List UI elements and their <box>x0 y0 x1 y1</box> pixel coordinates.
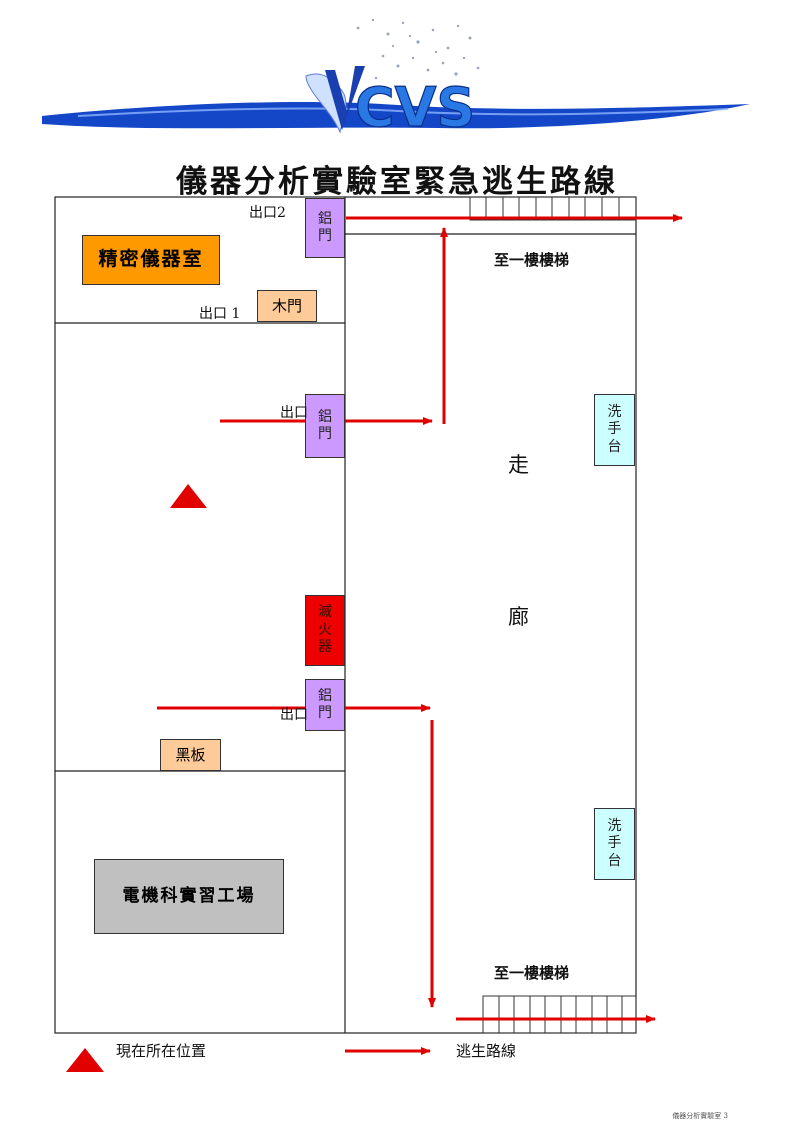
precision-room-label: 精密儀器室 <box>98 248 204 271</box>
aluminum-door-bottom: 鋁門 <box>305 679 345 731</box>
sink-bottom-label: 洗手台 <box>607 817 622 869</box>
corridor-label-1: 走 <box>508 453 529 477</box>
page-title: 儀器分析實驗室緊急逃生路線 <box>176 164 618 200</box>
blackboard: 黑板 <box>160 739 221 771</box>
legend-position-label: 現在所在位置 <box>116 1042 207 1060</box>
stairs-bottom-label: 至一樓樓梯 <box>494 964 570 982</box>
cvs-logo: CVS <box>42 18 750 138</box>
escape-routes <box>157 214 683 1023</box>
stairs-bottom <box>482 995 637 1034</box>
corridor-label-2: 廊 <box>508 605 529 629</box>
wood-door: 木門 <box>257 290 317 322</box>
precision-instrument-room: 精密儀器室 <box>82 235 220 285</box>
legend-position-triangle <box>66 1048 104 1072</box>
blackboard-label: 黑板 <box>175 745 206 764</box>
logo-text: CVS <box>355 76 475 138</box>
aluminum-door-mid-label: 鋁門 <box>318 408 332 443</box>
aluminum-door-top-label: 鋁門 <box>318 210 332 245</box>
sink-top: 洗手台 <box>594 394 635 466</box>
sink-bottom: 洗手台 <box>594 808 635 880</box>
legend-route-label: 逃生路線 <box>456 1042 517 1060</box>
page-footer: 儀器分析實驗室 3 <box>672 1112 728 1120</box>
stairs-top <box>469 196 637 221</box>
stairs-top-label: 至一樓樓梯 <box>494 251 570 269</box>
sink-top-label: 洗手台 <box>607 403 622 455</box>
wood-door-label: 木門 <box>271 296 302 315</box>
aluminum-door-bottom-label: 鋁門 <box>318 687 332 722</box>
electrical-workshop: 電機科實習工場 <box>94 859 284 934</box>
exit-1-label: 出口 1 <box>199 306 241 322</box>
aluminum-door-top: 鋁門 <box>305 198 345 258</box>
exit-2-label: 出口2 <box>249 205 286 221</box>
logo-v <box>325 66 365 130</box>
aluminum-door-mid: 鋁門 <box>305 394 345 458</box>
current-position-triangle <box>170 484 207 508</box>
fire-extinguisher: 滅火器 <box>305 595 345 666</box>
logo-speckles <box>356 18 480 80</box>
exit-mid-label: 出口 <box>280 405 308 421</box>
exit-low-label: 出口 <box>280 707 308 723</box>
workshop-label: 電機科實習工場 <box>122 885 256 906</box>
fire-extinguisher-label: 滅火器 <box>318 604 332 656</box>
logo-swoosh <box>42 102 750 129</box>
